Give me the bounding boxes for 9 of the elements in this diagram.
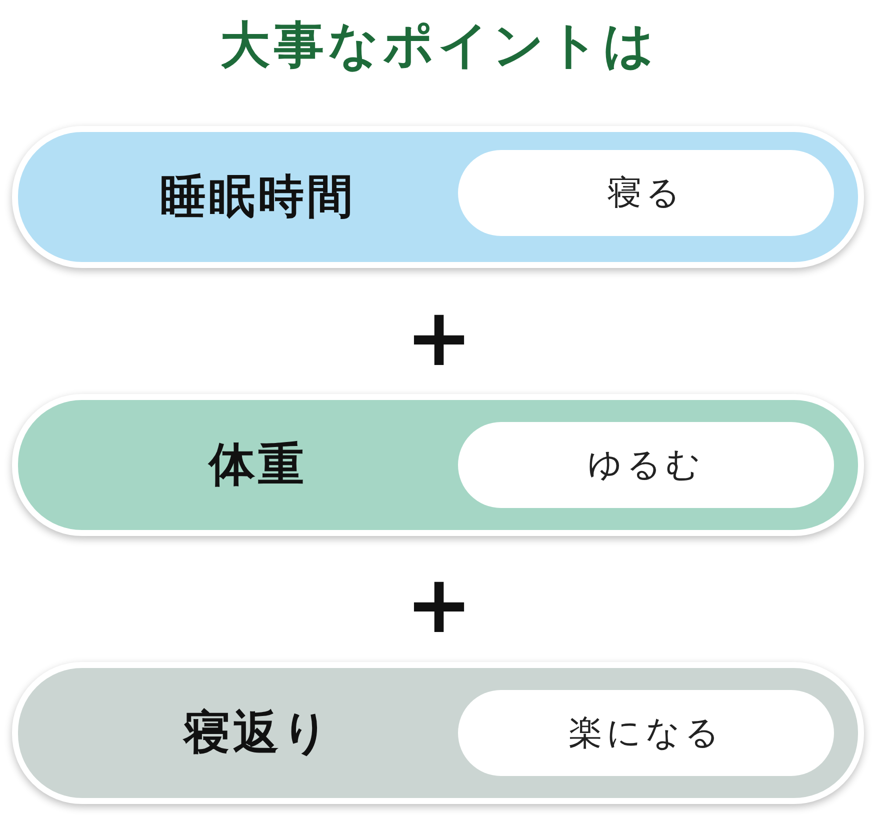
plus-sign: +	[404, 565, 474, 645]
pill-label: ゆるむ	[458, 422, 834, 508]
plus-sign: +	[404, 298, 474, 378]
pill-label: 寝る	[458, 150, 834, 236]
band-heading: 体重	[207, 436, 308, 493]
band-heading: 睡眠時間	[159, 168, 357, 225]
band-heading: 寝返り	[182, 704, 333, 761]
title: 大事なポイントは	[219, 15, 659, 76]
pill-label: 楽になる	[458, 690, 834, 776]
